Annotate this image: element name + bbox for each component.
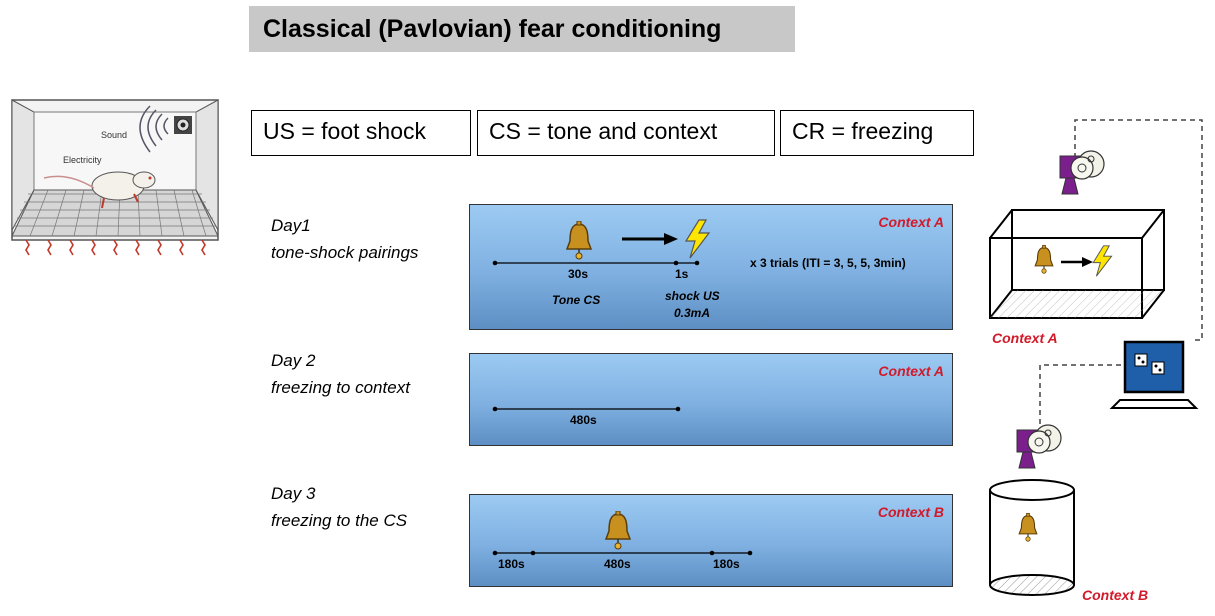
tone-cs-label: Tone CS [552, 293, 601, 307]
bell-icon [1033, 244, 1055, 276]
recording-setup-diagram [989, 119, 1203, 596]
day2-duration: 480s [570, 413, 597, 427]
lightning-bolt-icon [1090, 245, 1114, 277]
day3-panel: Context B 180s 480s 180s [469, 494, 953, 587]
camera-icon [1058, 146, 1108, 206]
us-definition: US = foot shock [263, 118, 426, 144]
shock-current-label: 0.3mA [674, 306, 711, 320]
day2-panel: Context A 480s [469, 353, 953, 446]
camera-icon [1015, 420, 1065, 480]
bell-icon [603, 511, 633, 551]
cr-definition: CR = freezing [792, 118, 934, 144]
day3-post-duration: 180s [713, 557, 740, 571]
title-bar: Classical (Pavlovian) fear conditioning [249, 6, 795, 52]
day1-tone-duration: 30s [568, 267, 589, 281]
arrow-right-icon [622, 233, 678, 245]
day1-context: Context A [878, 214, 944, 230]
day3-label: Day 3 freezing to the CS [271, 480, 407, 534]
day1-title: Day1 [271, 216, 311, 235]
bell-icon [1017, 512, 1039, 544]
bell-icon [564, 221, 594, 261]
sound-label: Sound [101, 130, 128, 140]
lightning-bolt-icon [682, 219, 712, 259]
day1-panel: Context A 30s 1s x 3 trials (ITI = 3, 5,… [469, 204, 953, 330]
day2-label: Day 2 freezing to context [271, 347, 410, 401]
day3-title: Day 3 [271, 484, 316, 503]
arrow-right-icon [1061, 257, 1093, 267]
page-title: Classical (Pavlovian) fear conditioning [263, 15, 722, 43]
day2-description: freezing to context [271, 378, 410, 397]
day3-tone-duration: 480s [604, 557, 631, 571]
day2-timeline [492, 406, 681, 412]
day3-context: Context B [877, 504, 944, 520]
day2-title: Day 2 [271, 351, 316, 370]
setup-context-a-label: Context A [992, 330, 1058, 346]
day2-context: Context A [878, 363, 944, 379]
cs-definition: CS = tone and context [489, 118, 718, 144]
electricity-label: Electricity [63, 155, 102, 165]
us-definition-box: US = foot shock [251, 110, 471, 156]
setup-context-b-label: Context B [1082, 587, 1149, 603]
day1-label: Day1 tone-shock pairings [271, 212, 418, 266]
day3-pre-duration: 180s [498, 557, 525, 571]
day1-description: tone-shock pairings [271, 243, 419, 262]
day1-shock-duration: 1s [675, 267, 689, 281]
day3-timeline [492, 550, 753, 556]
day1-trials: x 3 trials (ITI = 3, 5, 5, 3min) [750, 256, 906, 270]
cs-definition-box: CS = tone and context [477, 110, 775, 156]
day3-description: freezing to the CS [271, 511, 408, 530]
shock-us-label: shock US [665, 289, 720, 303]
day1-timeline [492, 260, 700, 266]
cr-definition-box: CR = freezing [780, 110, 974, 156]
rat-chamber-illustration: Sound Electricity [8, 98, 220, 260]
